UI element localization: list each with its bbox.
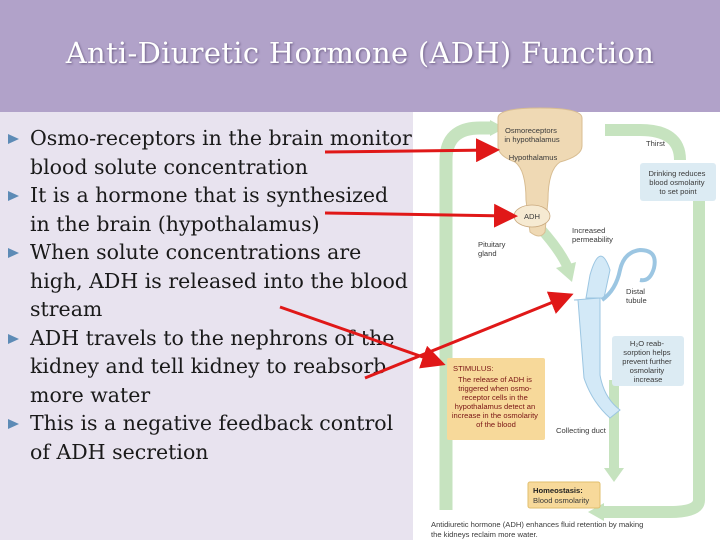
bullet-item: ADH travels to the nephrons of the kidne… [8,324,413,410]
stimulus-loop-arrow [439,121,490,510]
distal-tubule-label: Distal tubule [626,287,647,305]
stimulus-body: The release of ADH is triggered when osm… [452,375,540,429]
homeostasis-body: Blood osmolarity [533,496,589,505]
adh-label: ADH [524,212,540,221]
bullet-list: Osmo-receptors in the brain monitor bloo… [8,124,413,466]
distal-tubule-shape [600,247,657,302]
bullet-arrow-icon [8,333,19,344]
collecting-duct-label: Collecting duct [556,426,607,435]
slide-title: Anti-Diuretic Hormone (ADH) Function [65,36,655,70]
return-loop-arrow [600,182,705,518]
h2o-box [612,336,684,386]
bullet-item: Osmo-receptors in the brain monitor bloo… [8,124,413,181]
bullet-arrow-icon [8,248,19,258]
bullet-item: It is a hormone that is synthesized in t… [8,181,413,238]
bullet-arrow-icon [8,191,19,201]
stimulus-title: STIMULUS: [453,364,494,373]
thirst-label: Thirst [646,139,666,148]
h2o-reabsorption-label: H₂O reab- sorption helps prevent further… [622,339,674,384]
thirst-arrow [605,124,686,161]
osmoreceptors-label: Osmoreceptors in hypothalamus [504,126,560,144]
homeostasis-box [527,481,601,509]
title-bar [0,0,720,112]
drinking-label: Drinking reduces blood osmolarity to set… [648,169,707,196]
adh-to-kidney-arrow [536,224,573,271]
collecting-duct-shape [573,297,621,419]
bullet-arrow-icon [8,134,19,144]
bullet-arrow-icon [8,419,19,429]
reabsorption-arrowhead [604,468,624,482]
homeostasis-title: Homeostasis: [533,486,583,495]
adh-to-kidney-arrowhead [556,262,576,282]
pointer-arrow-adh [324,203,518,228]
pointer-arrow-stimulus [279,305,446,369]
bullet-panel [0,112,413,540]
stimulus-box [447,358,545,440]
hypothalamus-shape [497,107,583,237]
hypothalamus-label: Hypothalamus [509,153,558,162]
increased-permeability-label: Increased permeability [572,226,613,244]
pointer-arrow-kidney [364,291,574,380]
figure-caption: Antidiuretic hormone (ADH) enhances flui… [431,520,645,539]
bullet-item: When solute concentrations are high, ADH… [8,238,413,324]
bullet-item: This is a negative feedback control of A… [8,409,413,466]
drinking-box [640,163,716,201]
pituitary-label: Pituitary gland [478,240,508,258]
pointer-arrow-osmoreceptors [324,138,500,163]
duct-top-shape [585,255,611,299]
